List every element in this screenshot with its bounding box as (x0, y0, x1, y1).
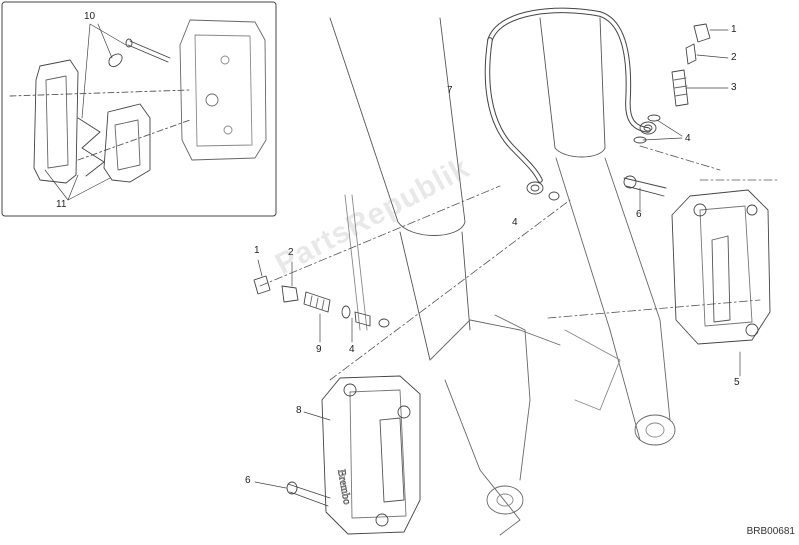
fork-leg-right (539, 17, 676, 446)
callout-10: 10 (84, 11, 96, 22)
svg-text:Brembo: Brembo (335, 468, 353, 505)
callout-4-top: 4 (685, 133, 691, 144)
callout-2-left: 2 (288, 247, 294, 258)
callout-2-top: 2 (731, 52, 737, 63)
callout-4-left: 4 (349, 344, 355, 355)
top-bleeder-group (633, 23, 729, 144)
callout-1-left: 1 (254, 245, 260, 256)
callout-6-right: 6 (636, 209, 642, 220)
inset-panel (1, 1, 277, 217)
right-caliper (623, 175, 771, 377)
callout-5: 5 (734, 377, 740, 388)
left-caliper: Brembo (254, 375, 421, 535)
fork-leg-left (329, 17, 561, 536)
callout-1-top: 1 (731, 24, 737, 35)
reference-code: BRB00681 (746, 526, 795, 537)
brake-hose (484, 7, 657, 201)
callout-11: 11 (56, 199, 67, 210)
callout-7: 7 (447, 85, 453, 96)
left-bleeder-group (253, 259, 390, 343)
alignment-lines (259, 145, 781, 381)
callout-4-mid: 4 (512, 217, 518, 228)
callout-9: 9 (316, 344, 322, 355)
callout-6-lower: 6 (245, 475, 251, 486)
callout-3-top: 3 (731, 82, 737, 93)
callout-8: 8 (296, 405, 302, 416)
